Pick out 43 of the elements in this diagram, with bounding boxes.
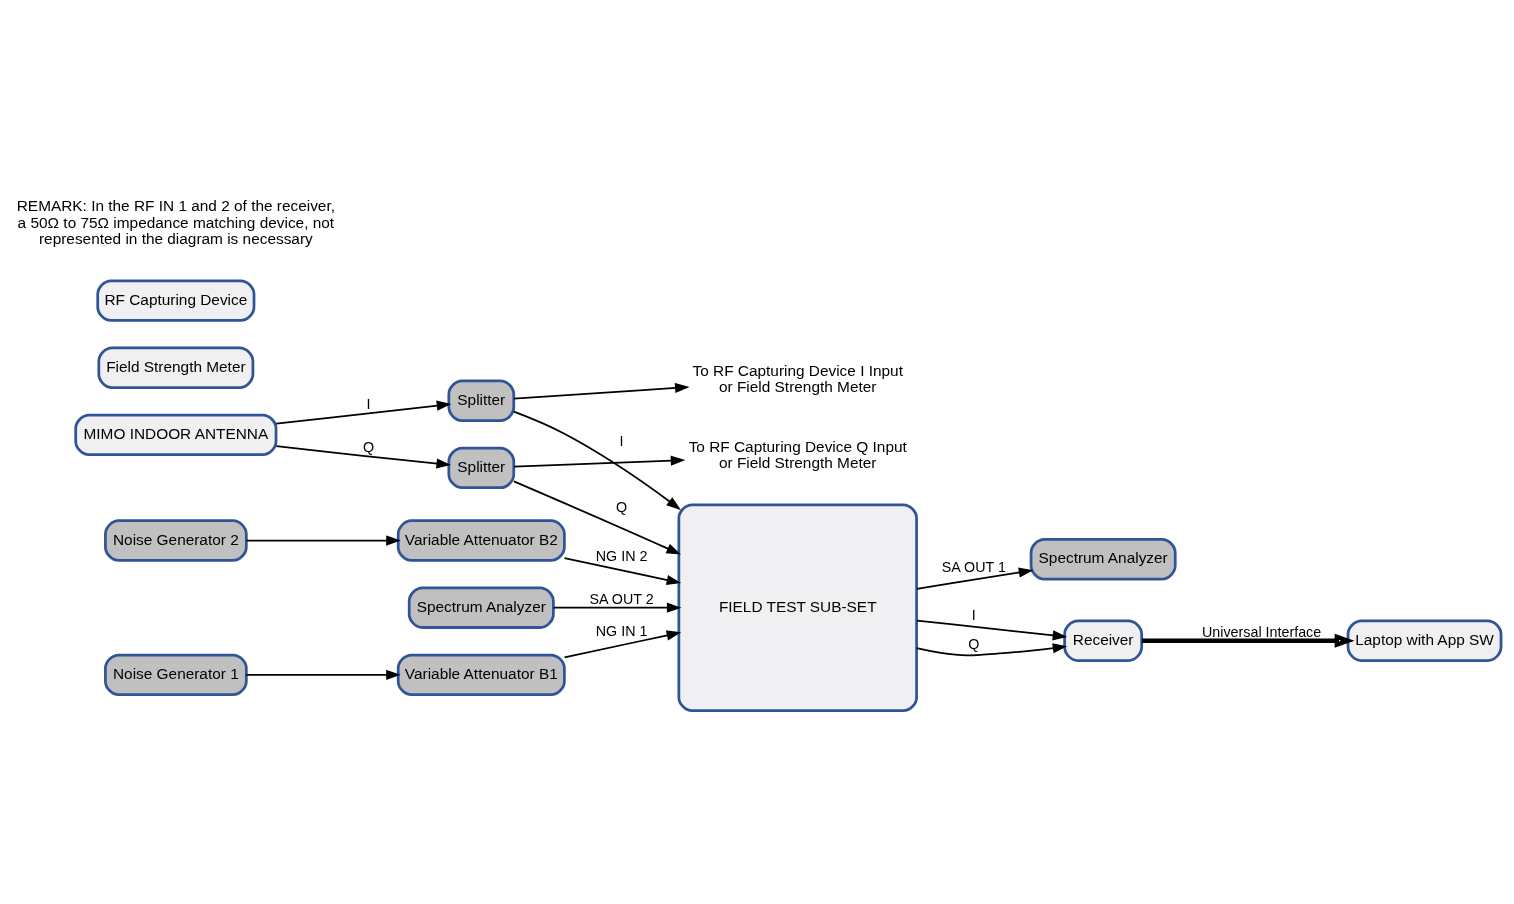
node-text: To RF Capturing Device I Input or Field Strength Meter	[692, 361, 903, 395]
arrow	[513, 382, 690, 400]
arrow	[916, 619, 1068, 640]
edge-label: I	[971, 606, 976, 623]
label: REMARK: In the RF IN 1 and 2 of the receiver, a 50Ω to 75Ω impedance matching device, not represented in the diagram is necessary	[16, 196, 335, 247]
arrow	[512, 410, 681, 510]
node-box: Variable Attenuator B1	[396, 653, 566, 696]
edge-label: NG IN 2	[595, 547, 648, 564]
node-box: Variable Attenuator B2	[396, 518, 566, 562]
node-box: Noise Generator 2	[104, 518, 248, 562]
arrow	[275, 400, 452, 425]
edge-label: Q	[968, 635, 980, 652]
node-box: Receiver	[1063, 619, 1144, 662]
arrow	[245, 534, 401, 546]
node-box: Laptop with App SW	[1346, 619, 1503, 662]
arrow	[552, 602, 682, 613]
edge-label: Universal Interface	[1202, 623, 1322, 640]
node-text: To RF Capturing Device Q Input or Field Strength Meter	[688, 437, 907, 471]
node-box: Splitter	[447, 446, 516, 489]
edge-label: SA OUT 2	[589, 590, 654, 607]
arrow	[245, 669, 401, 680]
arrow	[916, 567, 1034, 590]
edge-label: NG IN 1	[595, 622, 648, 639]
arrow	[275, 444, 451, 469]
edge-label: I	[366, 395, 371, 412]
edge-label: I	[619, 432, 624, 449]
node-box: RF Capturing Device	[96, 278, 256, 322]
node-box: FIELD TEST SUB-SET	[677, 502, 918, 712]
arrow	[513, 455, 686, 468]
node-box: Noise Generator 1	[104, 653, 248, 696]
node-box: Spectrum Analyzer	[1029, 537, 1177, 580]
arrow	[513, 480, 681, 555]
node-box: Splitter	[447, 379, 516, 422]
arrow	[563, 629, 682, 658]
arrow	[915, 642, 1068, 656]
node-box: MIMO INDOOR ANTENNA	[74, 413, 278, 456]
arrow	[1141, 633, 1355, 648]
edge-label: SA OUT 1	[941, 558, 1006, 575]
edge-label: Q	[616, 498, 628, 515]
arrow	[563, 556, 682, 585]
node-box: Field Strength Meter	[97, 346, 255, 389]
node-box: Spectrum Analyzer	[407, 586, 555, 629]
edge-label: Q	[362, 438, 375, 455]
